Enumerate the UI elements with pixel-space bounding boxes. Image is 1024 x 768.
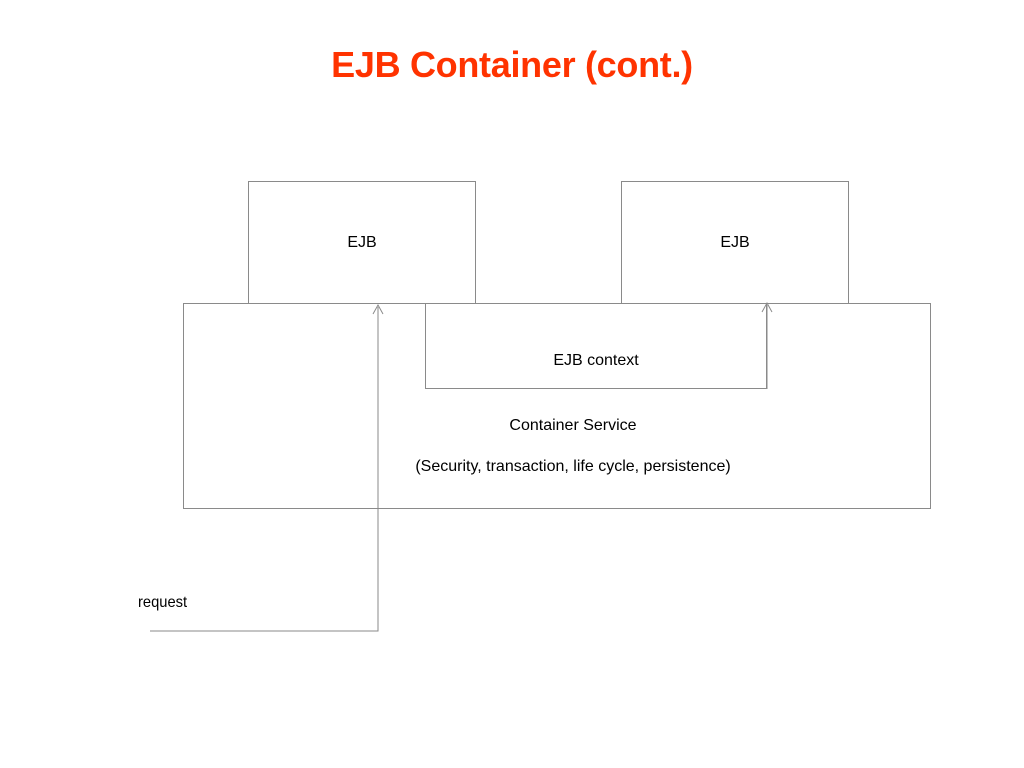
ejb-box-right: EJB [621,181,849,305]
ejb-box-left: EJB [248,181,476,305]
slide-title: EJB Container (cont.) [331,44,693,85]
container-service-detail: (Security, transaction, life cycle, pers… [415,458,731,475]
ejb-context-box: EJB context [425,303,767,389]
ejb-context-label: EJB context [553,352,639,369]
ejb-left-label: EJB [347,234,377,251]
container-service-label: Container Service [509,417,637,434]
request-label: request [138,594,188,611]
ejb-right-label: EJB [720,234,750,251]
